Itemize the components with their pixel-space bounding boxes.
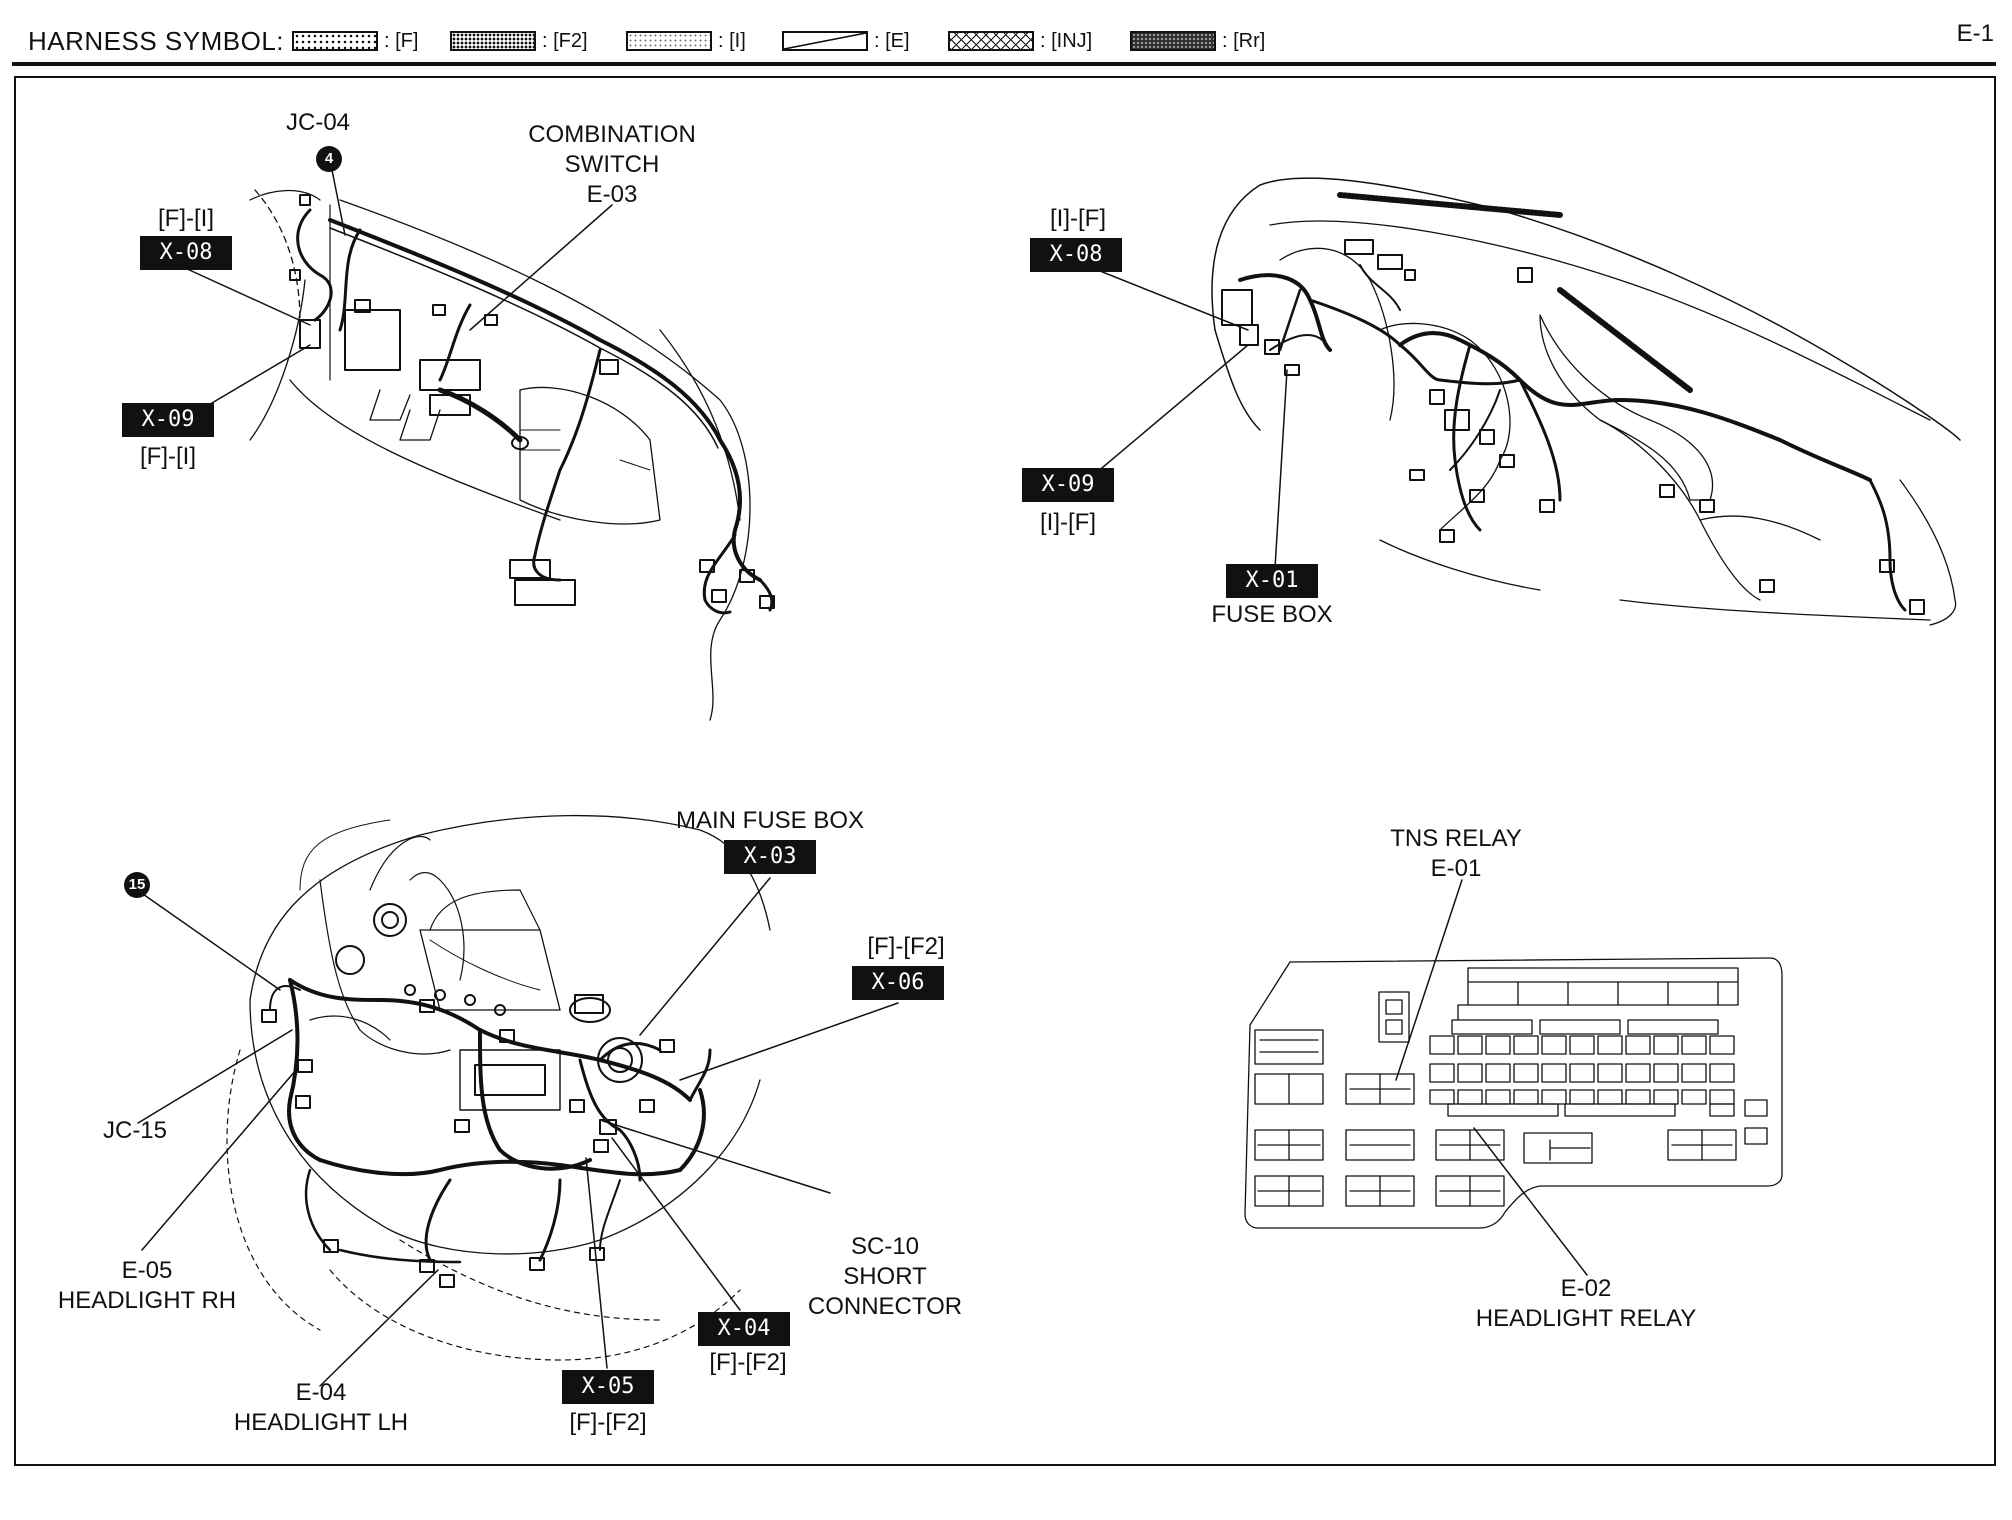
dash-harness-right-illustration bbox=[1211, 177, 1961, 626]
x09-left-connector-tag: X-09 bbox=[122, 403, 214, 437]
x09-left-harness-code: [F]-[I] bbox=[140, 443, 196, 470]
header-divider bbox=[12, 62, 1996, 66]
x08-right-connector-tag: X-08 bbox=[1030, 238, 1122, 272]
x06-connector-tag: X-06 bbox=[852, 966, 944, 1000]
headlight-lh-label: E-04 HEADLIGHT LH bbox=[233, 1379, 409, 1436]
pattern-diagonal-icon bbox=[782, 31, 868, 51]
sc10-short-connector-label: SC-10 SHORT CONNECTOR bbox=[807, 1233, 963, 1320]
pattern-light-dots-icon bbox=[626, 31, 712, 51]
x09-right-harness-code: [I]-[F] bbox=[1040, 509, 1096, 536]
pattern-dots-icon bbox=[292, 31, 378, 51]
headlight-relay-label: E-02 HEADLIGHT RELAY bbox=[1475, 1275, 1697, 1332]
x04-harness-code: [F]-[F2] bbox=[709, 1349, 787, 1376]
headlight-rh-label: E-05 HEADLIGHT RH bbox=[57, 1257, 237, 1314]
x05-harness-code: [F]-[F2] bbox=[569, 1409, 647, 1436]
jc15-marker: 15 bbox=[124, 872, 150, 898]
relay-box-fuse-grid bbox=[1429, 1019, 1768, 1145]
x03-connector-tag: X-03 bbox=[724, 840, 816, 874]
relay-box-relays bbox=[1254, 1029, 1737, 1207]
legend-rr: : [Rr] bbox=[1130, 26, 1265, 56]
pattern-crosshatch-icon bbox=[948, 31, 1034, 51]
pattern-dense-dots-icon bbox=[450, 31, 536, 51]
legend-inj: : [INJ] bbox=[948, 26, 1092, 56]
harness-symbol-title: HARNESS SYMBOL: bbox=[28, 26, 285, 56]
leader-lines bbox=[137, 159, 1588, 1387]
x06-harness-code: [F]-[F2] bbox=[867, 933, 945, 960]
pattern-dark-icon bbox=[1130, 31, 1216, 51]
tns-relay-label: TNS RELAY E-01 bbox=[1390, 825, 1522, 882]
x08-left-connector-tag: X-08 bbox=[140, 236, 232, 270]
legend-i: : [I] bbox=[626, 26, 746, 56]
jc04-label: JC-04 bbox=[286, 109, 351, 136]
x01-connector-tag: X-01 bbox=[1226, 564, 1318, 598]
x08-left-harness-code: [F]-[I] bbox=[158, 205, 214, 232]
x05-connector-tag: X-05 bbox=[562, 1370, 654, 1404]
engine-bay-harness-illustration bbox=[226, 814, 771, 1361]
legend-e: : [E] bbox=[782, 26, 910, 56]
jc04-marker: 4 bbox=[316, 146, 342, 172]
harness-symbol-header: HARNESS SYMBOL: : [F] : [F2] : [I] : [E]… bbox=[0, 0, 2012, 66]
fuse-box-label: FUSE BOX bbox=[1211, 601, 1333, 628]
relay-box-illustration bbox=[1244, 957, 1783, 1229]
main-fuse-box-label: MAIN FUSE BOX bbox=[675, 807, 865, 834]
x09-right-connector-tag: X-09 bbox=[1022, 468, 1114, 502]
x08-right-harness-code: [I]-[F] bbox=[1050, 205, 1106, 232]
x04-connector-tag: X-04 bbox=[698, 1312, 790, 1346]
dash-harness-left-illustration bbox=[249, 189, 775, 721]
jc15-label: JC-15 bbox=[102, 1117, 168, 1144]
legend-f2: : [F2] bbox=[450, 26, 588, 56]
diagram-frame bbox=[14, 76, 1996, 1466]
combination-switch-label: COMBINATION SWITCH E-03 bbox=[528, 121, 696, 208]
legend-f: : [F] bbox=[292, 26, 418, 56]
page-number: E-1 bbox=[1956, 20, 1994, 47]
